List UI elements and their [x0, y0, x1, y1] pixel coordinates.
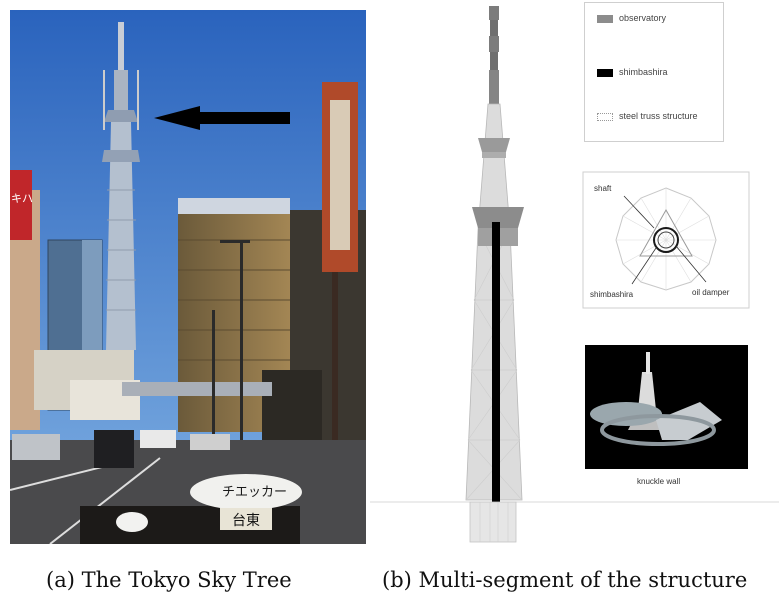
taxi-sign-text: チエッカー — [222, 485, 287, 500]
shimbashira-core — [492, 222, 500, 502]
left-sign-text: キハ — [11, 192, 33, 205]
shimbashira-label: shimbashira — [590, 290, 634, 299]
observatory-upper — [478, 138, 510, 152]
sky-tree-tower — [102, 22, 140, 350]
knuckle-wall-caption: knuckle wall — [637, 477, 681, 486]
arrow-icon — [154, 106, 290, 130]
legend-swatch-shimbashira — [597, 69, 613, 77]
shaft-circle — [653, 227, 679, 253]
legend-label-truss: steel truss structure — [619, 111, 698, 121]
oil-damper-label: oil damper — [692, 288, 730, 297]
legend-swatch-observatory — [597, 15, 613, 23]
caption-a: (a) The Tokyo Sky Tree — [46, 568, 292, 592]
legend-label-shimbashira: shimbashira — [619, 67, 668, 77]
tower-base — [469, 501, 517, 543]
legend-label-observatory: observatory — [619, 13, 667, 23]
sky-tree-photo: キハ チエッカー 台東 — [10, 10, 366, 544]
taxi-roof-sign — [190, 474, 302, 510]
legend-swatch-truss — [597, 113, 613, 121]
legend: observatory shimbashira steel truss stru… — [584, 2, 724, 142]
taxi-sign-text-2: 台東 — [232, 513, 260, 529]
knuckle-wall-render — [585, 345, 748, 469]
observatory-lower — [472, 207, 524, 228]
shaft-label: shaft — [594, 184, 612, 193]
car — [12, 434, 60, 460]
caption-b: (b) Multi-segment of the structure — [382, 568, 748, 592]
elevated-road — [122, 382, 272, 396]
cross-section-panel — [582, 171, 750, 309]
structure-diagram — [370, 6, 779, 543]
antenna-segment — [489, 6, 499, 104]
